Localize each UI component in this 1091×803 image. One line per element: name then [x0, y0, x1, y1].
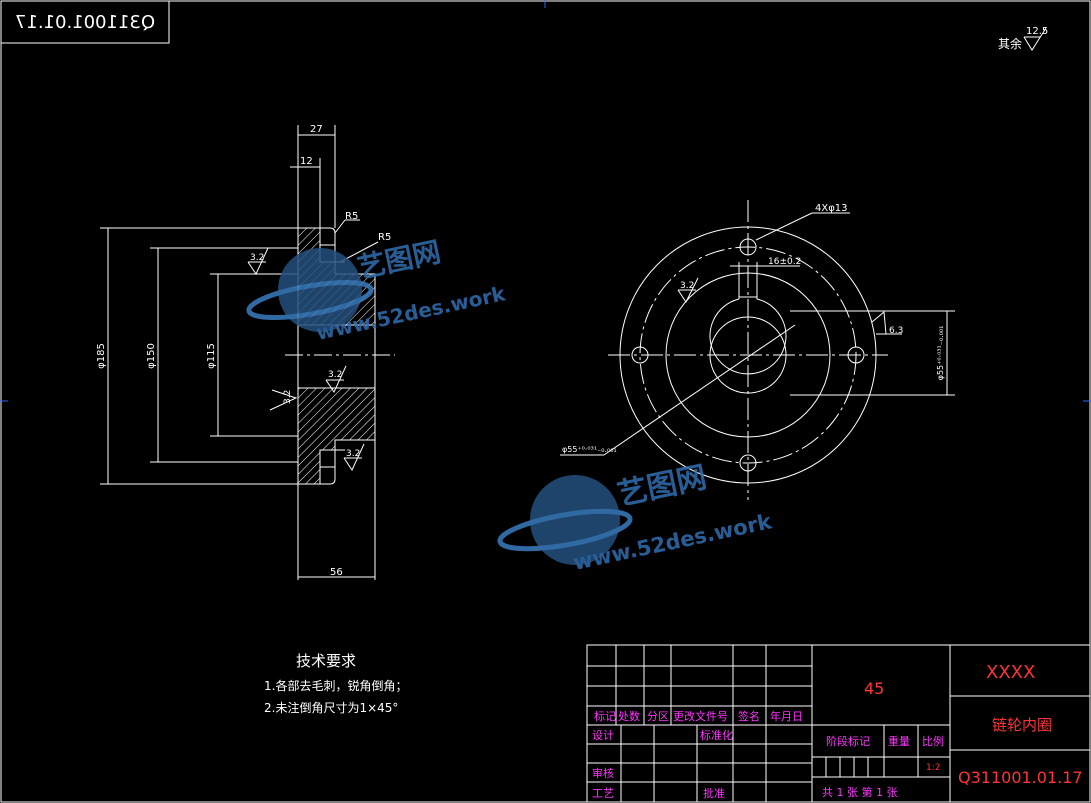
mirrored-drawing-number: Q311001.01.17 — [15, 12, 155, 33]
dim-r5-a: R5 — [345, 211, 358, 222]
svg-text:3.2: 3.2 — [328, 370, 342, 380]
mirrored-number-box: Q311001.01.17 — [0, 0, 170, 44]
tb-process: 工艺 — [592, 787, 614, 800]
roughness-mark-e: 3.2 — [677, 277, 699, 303]
svg-text:6.3: 6.3 — [889, 326, 903, 336]
tb-sheets: 共 1 张 第 1 张 — [822, 785, 897, 799]
tb-zone: 分区 — [647, 710, 669, 723]
tb-part-name: 链轮内圈 — [992, 716, 1052, 734]
dim-keyway: 16±0.2 — [768, 257, 801, 267]
tb-scale: 1:2 — [926, 763, 940, 773]
svg-text:3.2: 3.2 — [680, 281, 694, 291]
svg-text:3.2: 3.2 — [283, 390, 293, 404]
tech-req-line2: 2.未注倒角尺寸为1×45° — [264, 700, 398, 715]
tb-design: 设计 — [592, 729, 614, 742]
roughness-note-label: 其余 — [998, 36, 1022, 51]
dim-12: 12 — [300, 156, 313, 167]
dim-r5-b: R5 — [378, 232, 391, 243]
section-view: 27 12 R5 R5 φ185 φ150 φ115 56 3.2 — [96, 124, 395, 580]
tb-count: 处数 — [618, 710, 640, 723]
watermark-brand: 艺图网 — [355, 235, 444, 285]
watermark-brand-2: 艺图网 — [614, 460, 709, 513]
tb-ratio: 比例 — [922, 734, 944, 748]
tech-req-line1: 1.各部去毛刺，锐角倒角； — [264, 678, 407, 693]
dim-27: 27 — [310, 124, 323, 135]
tb-mark: 标记 — [594, 709, 616, 723]
tb-drawing-number: Q311001.01.17 — [958, 768, 1083, 787]
svg-text:3.2: 3.2 — [346, 449, 360, 459]
roughness-mark-f: 6.3 — [871, 311, 903, 336]
roughness-mark-b: 3.2 — [325, 365, 347, 394]
section-hatch-lower — [297, 387, 376, 485]
tech-req-title: 技术要求 — [296, 652, 356, 670]
svg-text:3.2: 3.2 — [250, 253, 264, 263]
tb-sign: 签名 — [738, 709, 760, 723]
watermark-globe-icon-2 — [530, 475, 620, 565]
tb-date: 年月日 — [770, 709, 803, 723]
tb-company: XXXX — [986, 662, 1035, 683]
dim-d185: φ185 — [96, 343, 107, 369]
roughness-note: 其余 12.5 — [998, 26, 1048, 51]
dim-d115: φ115 — [206, 343, 217, 369]
roughness-note-value: 12.5 — [1026, 26, 1048, 37]
dim-d150: φ150 — [146, 343, 157, 369]
front-view: 16±0.2 4Xφ13 φ55⁺⁰·⁰³¹₋₀.₀₀₁ φ55⁺⁰·⁰³¹₋₀… — [560, 200, 955, 500]
dim-bore-right: φ55⁺⁰·⁰³¹₋₀.₀₀₁ — [936, 326, 945, 381]
roughness-mark-d: 3.2 — [343, 443, 365, 472]
watermark-2: 艺图网 www.52des.work — [497, 460, 775, 575]
tech-requirements: 技术要求 1.各部去毛刺，锐角倒角； 2.未注倒角尺寸为1×45° — [264, 652, 407, 715]
dim-56: 56 — [330, 567, 343, 578]
tb-standard: 标准化 — [700, 728, 733, 742]
tb-change-doc: 更改文件号 — [673, 709, 728, 723]
tb-approve: 批准 — [703, 786, 725, 800]
roughness-mark-c: 3.2 — [269, 389, 298, 411]
dim-bore: φ55⁺⁰·⁰³¹₋₀.₀₀₁ — [562, 445, 617, 454]
dim-holes: 4Xφ13 — [815, 203, 848, 214]
tb-weight: 重量 — [888, 734, 910, 748]
tb-material: 45 — [864, 679, 884, 698]
tb-review: 审核 — [592, 766, 614, 780]
bore-keyway — [709, 296, 787, 375]
roughness-mark-a: 3.2 — [247, 247, 269, 276]
watermark-1: 艺图网 www.52des.work — [246, 235, 508, 345]
watermark-globe-icon — [278, 248, 362, 332]
title-block: 标记 处数 分区 更改文件号 签名 年月日 设计 标准化 审核 工艺 批准 阶段… — [586, 644, 1091, 803]
tb-stage-mark: 阶段标记 — [826, 734, 870, 748]
